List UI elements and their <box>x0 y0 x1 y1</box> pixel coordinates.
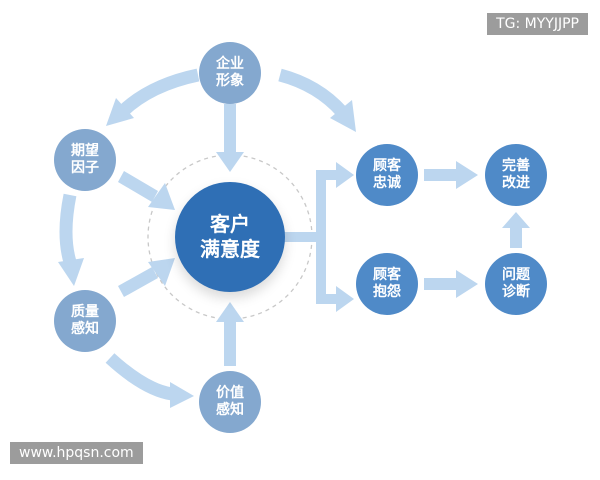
arrow-diagnose-to-improve <box>510 226 522 248</box>
node-customer-satisfaction: 客户 满意度 <box>175 182 285 292</box>
arrow-head <box>148 258 175 286</box>
arrow-quality-to-value <box>105 353 174 401</box>
node-label: 顾客 忠诚 <box>373 157 401 192</box>
arrow-loyalty-to-improve <box>424 169 458 181</box>
arrow-image-to-expectation <box>117 68 200 117</box>
arrow-expectation-to-center <box>118 171 158 202</box>
watermark-top: TG: MYYJJPP <box>487 13 588 35</box>
bracket-top <box>316 170 338 180</box>
arrow-value-to-center <box>224 320 236 366</box>
bracket-bottom <box>316 294 338 304</box>
arrow-head <box>456 161 478 189</box>
node-label: 客户 满意度 <box>200 212 260 261</box>
arrow-head <box>330 100 356 132</box>
arrow-head <box>502 212 530 228</box>
node-label: 顾客 抱怨 <box>373 266 401 301</box>
bracket-vertical <box>316 170 326 304</box>
node-improvement: 完善 改进 <box>485 144 547 206</box>
arrow-head <box>148 183 175 210</box>
node-value-perception: 价值 感知 <box>199 371 261 433</box>
arrow-head <box>106 98 134 126</box>
node-corporate-image: 企业 形象 <box>199 42 261 104</box>
node-customer-loyalty: 顾客 忠诚 <box>356 144 418 206</box>
arrow-head <box>58 258 84 286</box>
arrow-complaint-to-diagnose <box>424 278 458 290</box>
node-label: 完善 改进 <box>502 157 530 192</box>
arrow-head <box>336 162 354 188</box>
arrow-image-to-loyalty <box>278 68 347 117</box>
arrow-center-to-outcomes <box>284 232 318 242</box>
watermark-bottom: www.hpqsn.com <box>10 442 143 464</box>
arrow-head <box>336 286 354 312</box>
node-label: 价值 感知 <box>216 384 244 419</box>
node-customer-complaint: 顾客 抱怨 <box>356 253 418 315</box>
node-label: 质量 感知 <box>71 303 99 338</box>
arrow-image-to-center <box>224 104 236 154</box>
arrow-head <box>170 382 194 408</box>
arrow-expectation-to-quality <box>59 193 77 264</box>
node-expectation: 期望 因子 <box>54 129 116 191</box>
arrow-head <box>216 302 244 322</box>
arrow-quality-to-center <box>118 267 158 297</box>
node-quality-perception: 质量 感知 <box>54 290 116 352</box>
node-problem-diagnosis: 问题 诊断 <box>485 253 547 315</box>
arrow-head <box>456 270 478 298</box>
node-label: 企业 形象 <box>216 55 244 90</box>
arrow-head <box>216 152 244 172</box>
node-label: 期望 因子 <box>71 142 99 177</box>
node-label: 问题 诊断 <box>502 266 530 301</box>
